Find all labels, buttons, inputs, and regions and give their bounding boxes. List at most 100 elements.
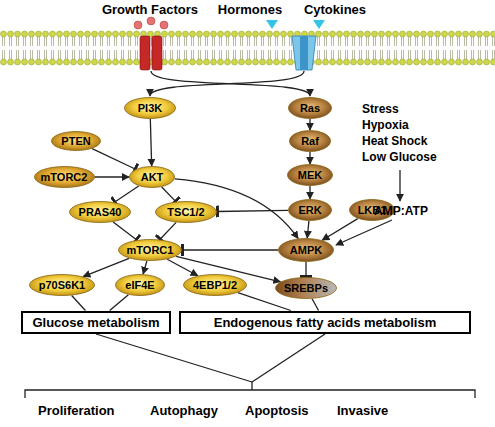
pathway-node: Raf bbox=[289, 130, 331, 152]
node-oval bbox=[116, 275, 165, 296]
node-text: PRAS40 bbox=[69, 201, 131, 223]
pathway-node: ERK bbox=[288, 199, 332, 221]
pathway-node: p70S6K1 bbox=[29, 274, 95, 296]
annotation-label: Cytokines bbox=[304, 2, 366, 17]
pathway-node: mTORC1 bbox=[118, 239, 182, 261]
node-label: PRAS40 bbox=[79, 206, 122, 218]
node-oval bbox=[289, 98, 332, 119]
node-oval bbox=[288, 165, 333, 186]
connector-line bbox=[110, 295, 129, 311]
activation-arrow bbox=[150, 119, 151, 166]
pathway-node: eIF4E bbox=[115, 274, 165, 296]
inhibition-line bbox=[113, 222, 137, 240]
node-text: PTEN bbox=[51, 131, 101, 151]
node-oval bbox=[125, 98, 176, 119]
node-text: Raf bbox=[289, 130, 331, 152]
annotation-label: Proliferation bbox=[38, 403, 115, 418]
annotation-label: Heat Shock bbox=[362, 134, 427, 148]
pathway-node: mTORC2 bbox=[34, 166, 95, 188]
node-text: TSC1/2 bbox=[155, 201, 217, 223]
node-oval bbox=[52, 132, 101, 151]
activation-arrow bbox=[309, 186, 310, 199]
node-text: mTORC1 bbox=[118, 239, 182, 261]
node-label: SREBPs bbox=[284, 282, 328, 294]
node-label: MEK bbox=[298, 169, 322, 181]
node-text: Glucose metabolism bbox=[23, 313, 169, 332]
inhibition-line bbox=[162, 187, 176, 202]
process-box: Glucose metabolism bbox=[21, 311, 171, 334]
annotation-label: Apoptosis bbox=[245, 403, 309, 418]
node-label: PI3K bbox=[138, 102, 162, 114]
pathway-node: Ras bbox=[288, 97, 332, 119]
activation-arrow bbox=[167, 259, 198, 275]
annotation-label: Invasive bbox=[337, 403, 388, 418]
node-label: eIF4E bbox=[125, 279, 154, 291]
node-oval bbox=[130, 167, 175, 188]
connector-line bbox=[312, 299, 319, 311]
annotation-label: Low Glucose bbox=[362, 150, 437, 164]
annotation-label: Growth Factors bbox=[102, 2, 198, 17]
inhibition-line bbox=[305, 262, 306, 277]
activation-arrow bbox=[309, 119, 310, 130]
activation-arrow bbox=[322, 219, 358, 241]
node-label: mTORC2 bbox=[41, 171, 88, 183]
node-oval bbox=[70, 202, 131, 223]
node-label: TSC1/2 bbox=[167, 206, 204, 218]
node-label: 4EBP1/2 bbox=[193, 279, 237, 291]
inhibition-line bbox=[217, 210, 288, 211]
node-text: p70S6K1 bbox=[29, 274, 95, 296]
node-oval bbox=[290, 131, 331, 152]
pathway-node: 4EBP1/2 bbox=[183, 274, 247, 296]
pathway-node: MEK bbox=[287, 164, 333, 186]
node-text: AKT bbox=[129, 166, 175, 188]
pathway-node: PI3K bbox=[124, 97, 176, 119]
node-label: p70S6K1 bbox=[39, 279, 85, 291]
node-oval bbox=[289, 200, 332, 221]
node-label: Glucose metabolism bbox=[32, 315, 159, 330]
node-label: AMPK bbox=[290, 244, 322, 256]
node-text: PI3K bbox=[124, 97, 176, 119]
pathway-node: AKT bbox=[129, 166, 175, 188]
node-oval bbox=[156, 202, 217, 223]
annotation-label: Hypoxia bbox=[362, 118, 409, 132]
node-text: mTORC2 bbox=[34, 166, 95, 188]
pathway-node: PTEN bbox=[51, 131, 101, 151]
inhibition-line bbox=[182, 249, 278, 250]
pathway-node: AMPK bbox=[278, 238, 334, 262]
activation-arrow bbox=[143, 261, 147, 274]
node-oval bbox=[279, 239, 334, 262]
node-text: SREBPs bbox=[275, 277, 337, 299]
inhibition-line bbox=[114, 186, 138, 202]
node-label: Ras bbox=[300, 102, 320, 114]
connector-line bbox=[72, 296, 86, 311]
cytokine-receptor bbox=[266, 20, 325, 70]
activation-arrow bbox=[307, 221, 309, 238]
node-label: Endogenous fatty acids metabolism bbox=[214, 315, 437, 330]
cell-membrane bbox=[0, 30, 495, 66]
node-oval bbox=[30, 275, 95, 296]
activation-arrow bbox=[309, 152, 310, 164]
node-oval bbox=[34, 167, 94, 188]
process-box: Endogenous fatty acids metabolism bbox=[179, 311, 471, 334]
activation-arrow bbox=[83, 258, 129, 276]
node-label: Raf bbox=[301, 135, 319, 147]
node-text: Endogenous fatty acids metabolism bbox=[181, 313, 469, 332]
node-text: MEK bbox=[287, 164, 333, 186]
inhibition-line bbox=[160, 222, 176, 239]
pathway-node: SREBPs bbox=[275, 277, 337, 299]
node-text: eIF4E bbox=[115, 274, 165, 296]
connector-line bbox=[238, 293, 291, 311]
inhibition-line bbox=[92, 149, 136, 170]
annotation-label: Hormones bbox=[218, 2, 282, 17]
signal-lines bbox=[25, 71, 475, 398]
annotation-label: AMP:ATP bbox=[374, 204, 428, 218]
node-oval bbox=[184, 275, 247, 296]
activation-arrow bbox=[95, 176, 130, 177]
node-text: 4EBP1/2 bbox=[183, 274, 247, 296]
node-label: mTORC1 bbox=[127, 244, 174, 256]
node-text: ERK bbox=[288, 199, 332, 221]
node-label: PTEN bbox=[61, 135, 90, 147]
receptor-tyrosine-kinase bbox=[134, 17, 168, 70]
pathway-node: TSC1/2 bbox=[155, 201, 217, 223]
